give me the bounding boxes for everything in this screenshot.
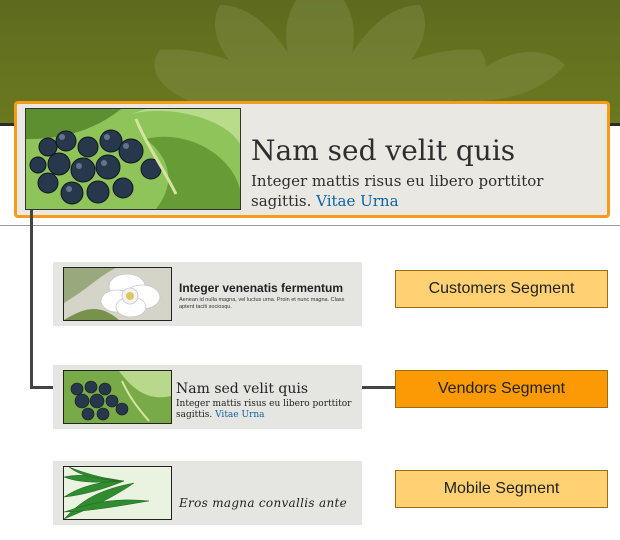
card-vendors[interactable]: Nam sed velit quis Integer mattis risus … — [53, 365, 362, 429]
featured-body-text: Integer mattis risus eu libero porttitor… — [251, 172, 544, 210]
card-mobile[interactable]: Eros magna convallis ante — [53, 461, 362, 525]
connector-to-card — [30, 386, 54, 389]
card-caption: Eros magna convallis ante — [179, 496, 348, 510]
leaves-image — [63, 466, 172, 520]
connector-vertical — [30, 210, 33, 388]
card-body-text: Integer mattis risus eu libero porttitor… — [176, 399, 352, 420]
card-description: Aenean id nulla magna, vel luctus urna. … — [179, 297, 345, 310]
section-divider — [0, 225, 620, 226]
flower-image — [63, 267, 172, 321]
connector-to-segment — [362, 386, 396, 389]
grapes-image — [25, 108, 241, 210]
featured-description: Integer mattis risus eu libero porttitor… — [251, 171, 581, 211]
card-link[interactable]: Vitae Urna — [215, 410, 265, 420]
card-title: Nam sed velit quis — [176, 381, 309, 397]
card-title: Integer venenatis fermentum — [179, 281, 344, 295]
featured-link[interactable]: Vitae Urna — [316, 192, 399, 210]
featured-title: Nam sed velit quis — [251, 134, 516, 167]
grapes-image — [63, 370, 172, 424]
card-description: Integer mattis risus eu libero porttitor… — [176, 399, 356, 421]
card-customers[interactable]: Integer venenatis fermentum Aenean id nu… — [53, 262, 362, 326]
segment-vendors[interactable]: Vendors Segment — [395, 370, 608, 408]
segment-customers[interactable]: Customers Segment — [395, 270, 608, 308]
featured-card[interactable]: Nam sed velit quis Integer mattis risus … — [14, 101, 610, 218]
segment-mobile[interactable]: Mobile Segment — [395, 470, 608, 508]
